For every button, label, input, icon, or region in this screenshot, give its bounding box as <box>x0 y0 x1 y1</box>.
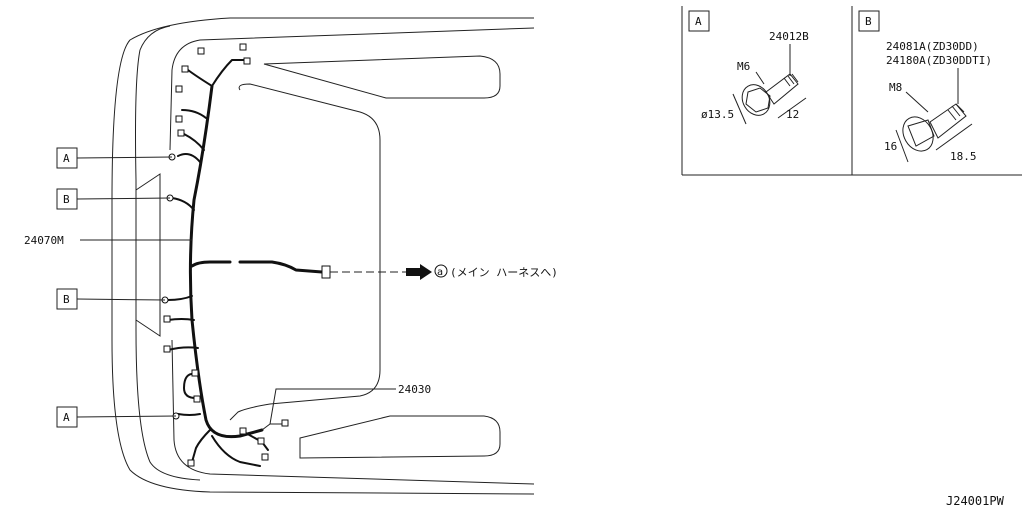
hood-edge-top <box>169 27 535 151</box>
detail-b-box-label: B <box>865 15 872 28</box>
main-harness-arrow-icon <box>406 264 432 280</box>
bolt-b-head <box>907 119 935 147</box>
body-outer-line <box>111 17 535 495</box>
callout-label-b-bottom: B <box>63 293 70 306</box>
detail-b-box <box>858 10 880 32</box>
connector <box>163 345 171 353</box>
connector <box>181 65 189 73</box>
detail-b-part-1: 24081A(ZD30DD) <box>886 40 979 53</box>
callout-label-a-top: A <box>63 152 70 165</box>
strut-tower-bottom <box>299 415 501 459</box>
detail-a-box-label: A <box>695 15 702 28</box>
detail-b-thread: M8 <box>889 81 902 94</box>
bolt-b-shank <box>929 103 967 139</box>
grille-wedge <box>135 173 161 337</box>
detail-a-thread: M6 <box>737 60 750 73</box>
vehicle-outline <box>111 17 535 495</box>
connector <box>193 395 201 403</box>
callout-label-clip: 24030 <box>398 383 431 396</box>
leader-line <box>76 156 173 159</box>
callouts-left: A B 24070M B A 24030 <box>24 147 431 428</box>
harness-branch-lower-left <box>177 372 201 416</box>
harness-branch-main-feed-2 <box>238 260 324 274</box>
leader-line <box>76 415 177 418</box>
dim-line <box>732 93 747 125</box>
detail-a-box <box>688 10 710 32</box>
detail-b-length: 18.5 <box>950 150 977 163</box>
connector <box>281 419 289 427</box>
connector <box>191 369 199 377</box>
harness-branch-top <box>187 59 247 87</box>
connector <box>187 459 195 467</box>
drawing-code: J24001PW <box>946 494 1005 508</box>
connector <box>163 315 171 323</box>
hood-edge-bottom <box>171 339 535 485</box>
leader-line <box>755 71 765 85</box>
detail-a-part-number: 24012B <box>769 30 809 43</box>
callout-label-harness: 24070M <box>24 234 64 247</box>
connection-marker-icon <box>434 264 448 278</box>
connector <box>257 437 265 445</box>
connector <box>175 115 183 123</box>
detail-a: A 24012B M6 ø13.5 12 <box>688 10 809 125</box>
leader-line <box>76 197 171 200</box>
connector <box>261 453 269 461</box>
harness-branch-main-feed <box>190 260 232 268</box>
connector <box>239 43 247 51</box>
harness-clip-stub <box>261 423 284 431</box>
bolt-a-shank <box>765 73 799 105</box>
connector <box>243 57 251 65</box>
connector <box>197 47 205 55</box>
detail-b-part-2: 24180A(ZD30DDTI) <box>886 54 992 67</box>
strut-tower-top <box>263 55 501 99</box>
dim-line <box>777 97 807 119</box>
bolt-a-head <box>745 87 771 113</box>
main-harness-note: (メイン ハーネスへ) <box>450 266 558 279</box>
bolt-b-thread <box>947 103 965 121</box>
connection-marker-letter: a <box>437 267 443 278</box>
connector <box>175 85 183 93</box>
dim-line <box>935 123 973 151</box>
callout-label-b-top: B <box>63 193 70 206</box>
bumper-line <box>135 25 201 481</box>
connector <box>239 427 247 435</box>
leader-line <box>905 91 929 113</box>
detail-a-length: 12 <box>786 108 799 121</box>
dim-line <box>895 129 909 163</box>
bolt-a-thread <box>783 73 799 87</box>
detail-a-diameter: ø13.5 <box>701 108 734 121</box>
main-harness-connector <box>321 265 331 279</box>
harness-branch-upper-left <box>177 109 207 163</box>
harness-branch-b-top <box>171 197 195 211</box>
callout-label-a-bottom: A <box>63 411 70 424</box>
detail-b: B 24081A(ZD30DD) 24180A(ZD30DDTI) M8 16 … <box>858 10 992 163</box>
detail-panel <box>681 6 1022 176</box>
leader-line <box>76 298 166 301</box>
connector <box>177 129 185 137</box>
engine-bay-outline <box>229 83 381 421</box>
connectors <box>161 43 331 467</box>
detail-b-height: 16 <box>884 140 897 153</box>
engine-room-harness <box>167 59 324 467</box>
leader-line <box>269 388 396 425</box>
